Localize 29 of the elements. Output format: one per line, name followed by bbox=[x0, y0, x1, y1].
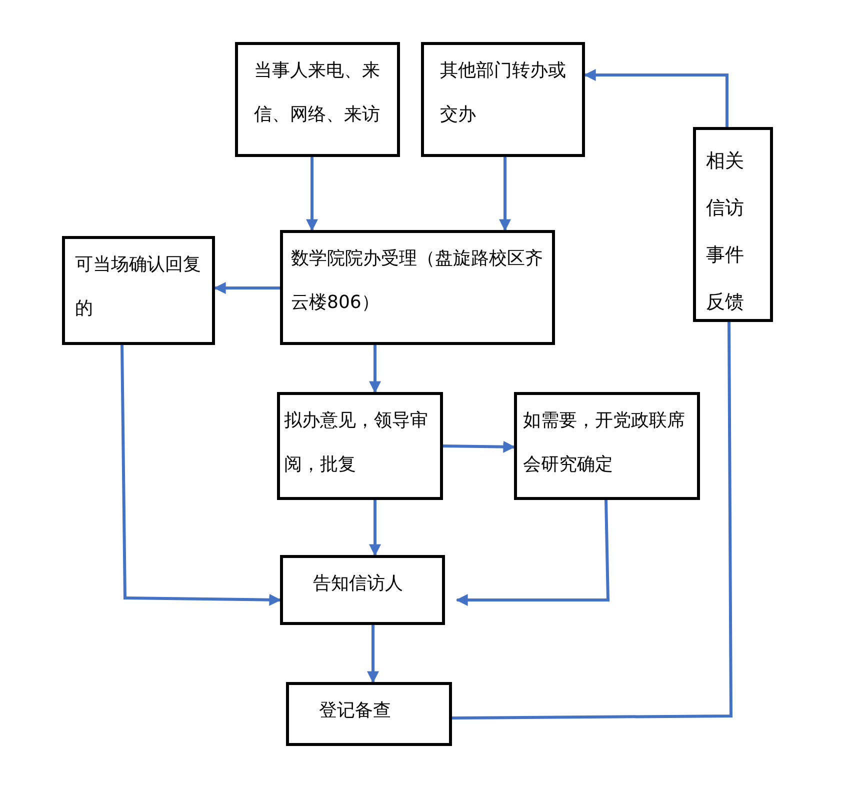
connector-line bbox=[452, 322, 732, 720]
arrow bbox=[369, 345, 381, 394]
node-text: 其他部门转办或交办 bbox=[440, 59, 566, 127]
process-box bbox=[421, 42, 585, 157]
arrow bbox=[499, 157, 511, 232]
process-box bbox=[280, 230, 555, 345]
process-box bbox=[693, 127, 773, 322]
arrow bbox=[442, 440, 516, 453]
node-text: 数学院院办受理（盘旋路校区齐云楼806） bbox=[291, 247, 544, 315]
arrow bbox=[456, 500, 610, 606]
arrow bbox=[367, 625, 379, 684]
arrow bbox=[120, 344, 282, 606]
node-text: 当事人来电、来信、网络、来访 bbox=[254, 59, 381, 127]
node-text: 告知信访人 bbox=[313, 572, 404, 596]
process-box bbox=[280, 555, 445, 625]
node-text: 如需要，开党政联席会研究确定 bbox=[523, 409, 686, 477]
node-text: 拟办意见，领导审阅，批复 bbox=[284, 409, 429, 477]
arrow bbox=[369, 500, 381, 556]
arrow bbox=[214, 282, 280, 294]
process-box bbox=[277, 392, 443, 500]
process-box bbox=[235, 42, 400, 157]
arrow bbox=[306, 157, 318, 232]
arrow bbox=[584, 69, 728, 127]
node-text: 相关信访事件反馈 bbox=[706, 149, 745, 315]
process-box bbox=[62, 236, 215, 345]
node-text: 登记备查 bbox=[319, 699, 392, 723]
node-text: 可当场确认回复的 bbox=[75, 253, 202, 321]
process-box bbox=[286, 682, 452, 746]
process-box bbox=[514, 392, 700, 500]
